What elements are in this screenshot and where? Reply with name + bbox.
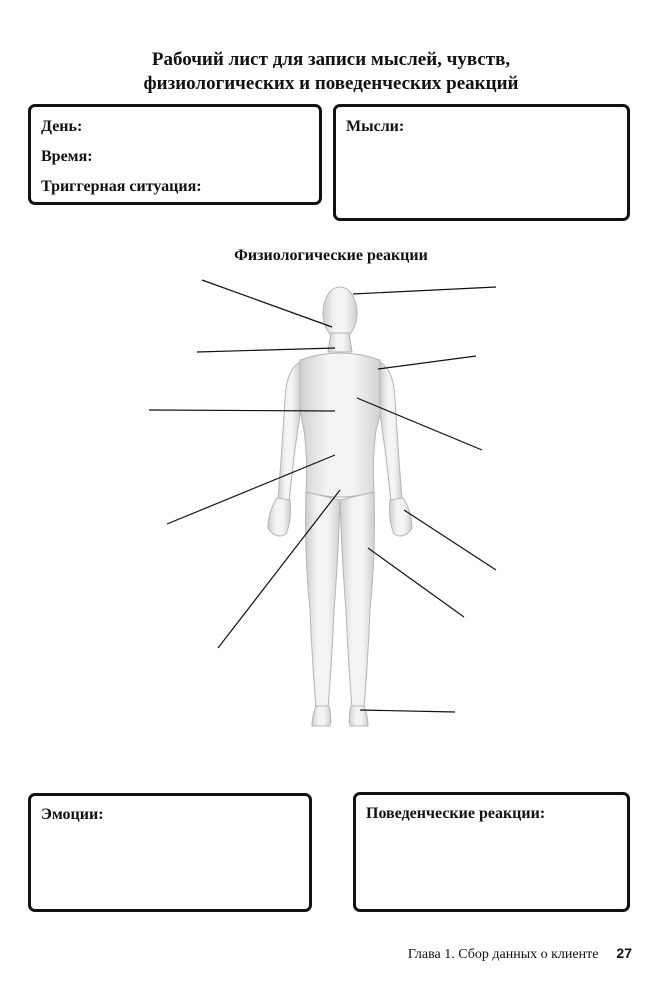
left-hand: [267, 497, 291, 537]
worksheet-title-line-2: физиологических и поведенческих реакций: [143, 73, 519, 94]
pointer-line-thigh-right: [367, 547, 465, 618]
pointer-line-shoulder-right: [377, 355, 477, 370]
pointer-line-neck-left: [196, 347, 336, 353]
trigger-situation-label: Триггерная ситуация:: [41, 178, 202, 195]
pointer-line-groin-left: [217, 489, 341, 649]
behavior-box[interactable]: Поведенческие реакции:: [353, 792, 630, 912]
behavioral-reactions-label: Поведенческие реакции:: [366, 805, 546, 822]
pointer-line-head-right: [352, 286, 497, 295]
day-label: День:: [41, 118, 83, 135]
emotions-label: Эмоции:: [41, 806, 104, 823]
right-arm: [379, 361, 403, 503]
right-leg: [339, 491, 375, 709]
human-body-figure: [267, 286, 413, 727]
page-number: 27: [616, 945, 632, 961]
right-foot: [348, 705, 369, 727]
pointer-lines: [148, 279, 497, 713]
worksheet-title-line-1: Рабочий лист для записи мыслей, чувств,: [151, 49, 511, 70]
right-hand: [389, 497, 413, 537]
left-leg: [305, 491, 341, 709]
head: [322, 286, 358, 340]
worksheet-title: Рабочий лист для записи мыслей, чувств, …: [0, 48, 662, 96]
pointer-line-foot-right: [359, 709, 456, 713]
pointer-line-hand-right: [403, 509, 497, 571]
left-arm: [277, 361, 301, 503]
page-footer: Глава 1. Сбор данных о клиенте 27: [408, 944, 632, 964]
thoughts-box[interactable]: Мысли:: [333, 104, 630, 221]
info-box[interactable]: День: Время: Триггерная ситуация:: [28, 104, 322, 205]
pointer-line-face-left: [201, 279, 333, 328]
thoughts-label: Мысли:: [346, 118, 405, 135]
chapter-title: Глава 1. Сбор данных о клиенте: [407, 947, 599, 962]
pointer-line-stomach-left: [166, 454, 336, 525]
time-label: Время:: [41, 148, 93, 165]
torso: [298, 352, 383, 498]
pointer-line-chest-right: [356, 397, 483, 451]
emotions-box[interactable]: Эмоции:: [28, 793, 312, 912]
neck: [327, 332, 353, 353]
left-foot: [311, 705, 332, 727]
pointer-line-chest-left: [148, 409, 336, 412]
physiology-section-title: Физиологические реакции: [234, 247, 428, 264]
